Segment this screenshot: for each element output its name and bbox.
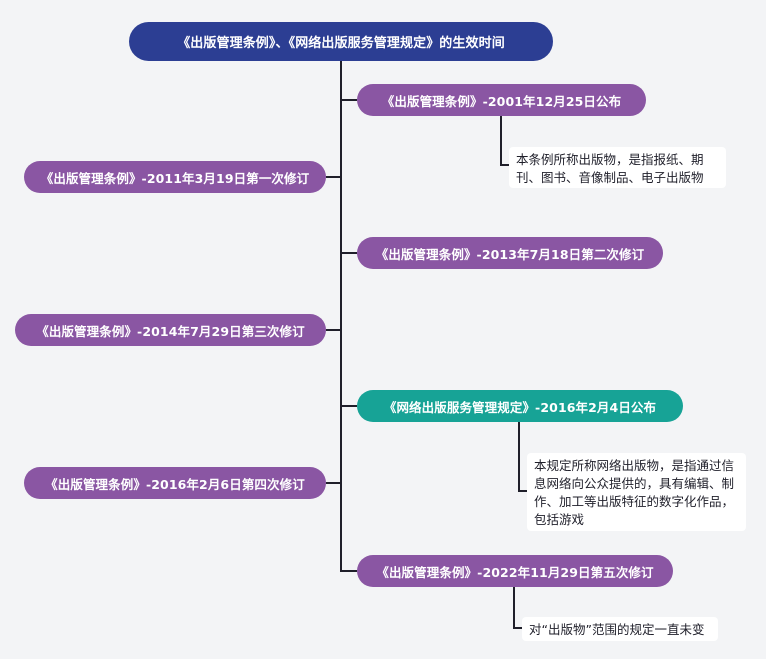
note-connector [500, 164, 509, 166]
note-online-publication-definition: 本规定所称网络出版物，是指通过信息网络向公众提供的，具有编辑、制作、加工等出版特… [527, 453, 746, 531]
connector-branch [341, 405, 357, 407]
event-2016-online-rule-published: 《网络出版服务管理规定》-2016年2月4日公布 [357, 390, 683, 422]
connector-branch [326, 329, 342, 331]
note-connector [513, 587, 515, 629]
note-scope-unchanged: 对“出版物”范围的规定一直未变 [522, 617, 718, 641]
event-2011-revision-1: 《出版管理条例》-2011年3月19日第一次修订 [24, 161, 326, 193]
connector-branch [326, 176, 342, 178]
event-2014-revision-3: 《出版管理条例》-2014年7月29日第三次修订 [15, 314, 326, 346]
event-2013-revision-2: 《出版管理条例》-2013年7月18日第二次修订 [357, 237, 663, 269]
note-connector [518, 422, 520, 492]
connector-branch [326, 482, 342, 484]
event-2022-revision-5: 《出版管理条例》-2022年11月29日第五次修订 [357, 555, 673, 587]
connector-branch [341, 99, 357, 101]
root-topic: 《出版管理条例》、《网络出版服务管理规定》的生效时间 [129, 22, 553, 61]
event-2001-published: 《出版管理条例》-2001年12月25日公布 [357, 84, 646, 116]
note-connector [500, 116, 502, 166]
connector-spine [340, 58, 342, 572]
connector-branch [341, 252, 357, 254]
note-publication-definition: 本条例所称出版物，是指报纸、期刊、图书、音像制品、电子出版物 [509, 147, 726, 188]
note-connector [518, 490, 527, 492]
connector-branch [341, 570, 357, 572]
note-connector [513, 627, 522, 629]
event-2016-revision-4: 《出版管理条例》-2016年2月6日第四次修订 [24, 467, 326, 499]
